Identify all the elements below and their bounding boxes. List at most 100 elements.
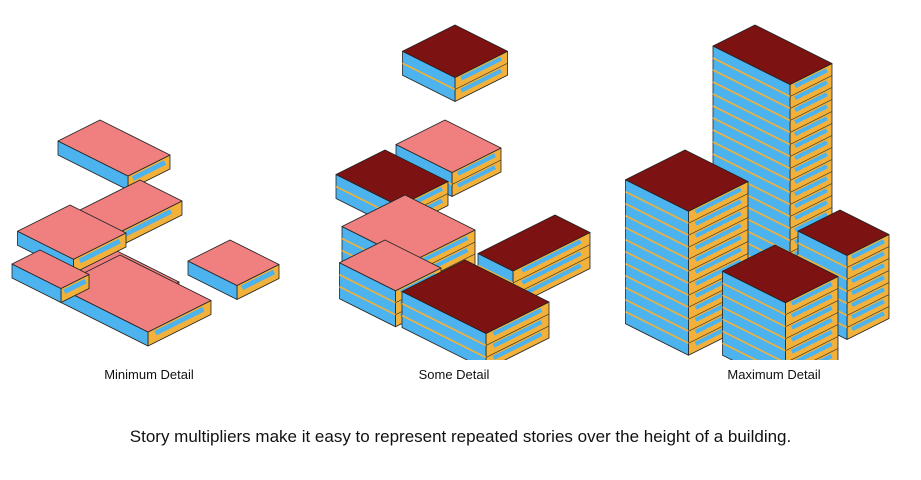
window-band xyxy=(794,140,828,161)
roof-face xyxy=(11,249,90,289)
floor-line xyxy=(789,135,833,157)
floor-line xyxy=(712,93,791,134)
maximum-detail-massing xyxy=(625,24,890,360)
floor-line xyxy=(712,57,791,98)
window-band xyxy=(794,188,828,209)
window-band xyxy=(790,317,833,342)
floor-line xyxy=(712,105,791,146)
floor-line xyxy=(712,81,791,122)
window-band xyxy=(794,104,828,125)
some-detail-massing xyxy=(335,24,591,360)
floor-line xyxy=(846,294,890,316)
roof-face xyxy=(395,119,502,173)
floor-line xyxy=(625,275,689,308)
window-band xyxy=(794,116,828,137)
floor-line xyxy=(789,171,833,193)
window-band xyxy=(794,128,828,149)
building-block xyxy=(625,149,749,356)
floor-line xyxy=(797,242,848,269)
floor-line xyxy=(789,207,833,229)
floor-line xyxy=(402,62,456,91)
floor-line xyxy=(789,159,833,181)
panel-maximum-detail xyxy=(615,0,921,360)
roof-face xyxy=(401,259,550,334)
floor-line xyxy=(722,330,782,360)
panel-label-maximum: Maximum Detail xyxy=(727,367,821,382)
panel-some-detail xyxy=(305,0,610,360)
window-band xyxy=(794,68,828,89)
floor-line xyxy=(797,254,848,281)
floor-line xyxy=(846,246,890,268)
window-band xyxy=(492,308,543,336)
roof-face xyxy=(339,239,442,292)
floor-line xyxy=(846,306,890,328)
floor-line xyxy=(625,299,689,332)
floor-line xyxy=(512,256,591,296)
floor-line xyxy=(485,325,550,358)
window-band xyxy=(794,152,828,173)
window-band xyxy=(694,235,742,262)
floor-line xyxy=(814,348,839,360)
panel-label-minimum: Minimum Detail xyxy=(104,367,194,382)
building-block xyxy=(11,249,90,303)
window-band xyxy=(851,239,885,260)
floor-line xyxy=(451,159,502,185)
floor-line xyxy=(401,314,487,359)
roof-face xyxy=(187,239,280,286)
floor-line xyxy=(789,195,833,217)
window-band xyxy=(694,247,742,274)
window-band xyxy=(492,320,543,348)
window-band xyxy=(521,239,582,273)
window-band xyxy=(851,263,885,284)
floor-line xyxy=(789,147,833,169)
floor-line xyxy=(712,141,791,182)
floor-line xyxy=(625,251,689,284)
floor-line xyxy=(401,302,487,347)
panel-minimum-detail xyxy=(0,0,300,360)
roof-face xyxy=(477,214,591,272)
floor-line xyxy=(625,311,689,344)
floor-line xyxy=(789,87,833,109)
floor-line xyxy=(688,217,749,248)
floor-line xyxy=(785,288,839,316)
floor-line xyxy=(789,183,833,205)
roof-face xyxy=(402,24,508,78)
window-band xyxy=(851,287,885,308)
floor-line xyxy=(789,99,833,121)
window-band xyxy=(794,80,828,101)
roof-face xyxy=(712,24,833,85)
building-block xyxy=(187,239,280,300)
floor-line xyxy=(625,227,689,260)
floor-line xyxy=(625,191,689,224)
window-band xyxy=(794,341,833,360)
window-band xyxy=(851,275,885,296)
panel-label-some: Some Detail xyxy=(418,367,490,382)
floor-line xyxy=(785,300,839,328)
floor-line xyxy=(477,264,514,284)
window-band xyxy=(154,306,205,336)
window-band xyxy=(851,299,885,320)
floor-line xyxy=(790,336,839,360)
floor-line xyxy=(688,241,749,272)
floor-line xyxy=(688,205,749,236)
window-band xyxy=(794,200,828,221)
floor-line xyxy=(712,153,791,194)
window-band xyxy=(694,211,742,238)
floor-line xyxy=(789,111,833,133)
floor-line xyxy=(712,129,791,170)
floor-line xyxy=(789,75,833,97)
floor-line xyxy=(625,263,689,296)
caption-text: Story multipliers make it easy to repres… xyxy=(129,427,792,446)
window-band xyxy=(794,176,828,197)
roof-face xyxy=(17,204,127,260)
window-band xyxy=(460,68,503,93)
window-band xyxy=(456,153,497,176)
floor-line xyxy=(339,274,396,304)
floor-line xyxy=(712,69,791,110)
window-band xyxy=(851,311,885,332)
window-band xyxy=(790,293,833,318)
floor-line xyxy=(846,270,890,292)
building-block xyxy=(401,259,550,360)
minimum-detail-massing xyxy=(11,119,280,347)
floor-line xyxy=(625,287,689,320)
